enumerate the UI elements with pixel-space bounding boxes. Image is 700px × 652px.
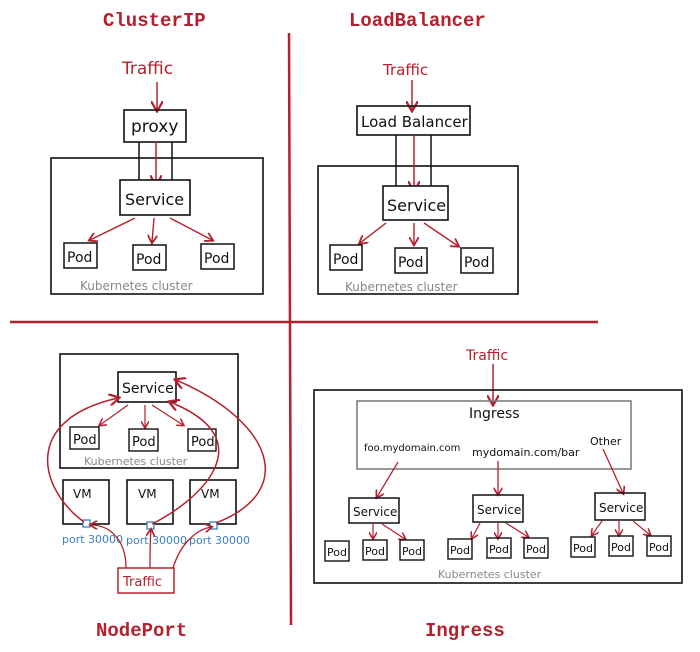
- ingress-service-2: [472, 494, 524, 523]
- clusterip-pod-1-label: Pod: [67, 250, 92, 266]
- nodeport-cluster-label: Kubernetes cluster: [84, 455, 188, 468]
- port-2-label: port 30000: [126, 534, 187, 547]
- clusterip-pod-2: [132, 244, 167, 271]
- loadbalancer-pod-1-label: Pod: [333, 252, 358, 268]
- clusterip-pod-2-label: Pod: [136, 252, 161, 268]
- clusterip-pod-1: [63, 242, 98, 269]
- ingress-pod-2-label: Pod: [365, 545, 385, 558]
- clusterip-title: ClusterIP: [103, 10, 206, 32]
- port-3-label: port 30000: [189, 534, 250, 547]
- route-foo-label: foo.mydomain.com: [364, 443, 460, 454]
- ingress-title: Ingress: [425, 620, 505, 642]
- loadbalancer-cluster-label: Kubernetes cluster: [345, 280, 458, 294]
- nodeport-pod-2-label: Pod: [132, 435, 156, 450]
- loadbalancer-pod-2: [394, 247, 428, 274]
- ingress-pods: Pod Pod Pod Pod Pod Pod Pod Pod Pod: [324, 535, 672, 562]
- ingress-pod-5-label: Pod: [489, 543, 509, 556]
- nodeport-traffic-box: [117, 567, 175, 594]
- ingress-pod-5: [486, 537, 512, 559]
- vertical-divider: [287, 32, 293, 626]
- vm-1-label: VM: [73, 487, 92, 501]
- ingress-pod-3: [399, 539, 425, 561]
- ingress-pod-4-label: Pod: [450, 544, 470, 557]
- ingress-diagram: Traffic Ingress foo.mydomain.com mydomai…: [313, 348, 683, 584]
- loadbalancer-service-label: Service: [387, 196, 446, 215]
- clusterip-traffic-label: Traffic: [121, 59, 173, 79]
- route-bar-label: mydomain.com/bar: [472, 446, 580, 459]
- loadbalancer-title: LoadBalancer: [349, 10, 486, 32]
- ingress-service-3: [594, 492, 646, 521]
- nodeport-cluster-box: [59, 353, 239, 469]
- nodeport-pod-3: [187, 428, 217, 452]
- ingress-traffic-label: Traffic: [465, 348, 508, 364]
- vm-2-label: VM: [138, 487, 157, 501]
- ingress-label: Ingress: [469, 406, 520, 422]
- ingress-box: [356, 400, 632, 470]
- ingress-pod-9-label: Pod: [649, 541, 669, 554]
- ingress-cluster-label: Kubernetes cluster: [438, 568, 542, 581]
- nodeport-service-label: Service: [122, 381, 174, 397]
- loadbalancer-service-box: [382, 185, 449, 221]
- loadbalancer-cluster-box: [317, 165, 519, 295]
- ingress-pod-7-label: Pod: [573, 542, 593, 555]
- route-other-label: Other: [590, 435, 622, 448]
- clusterip-proxy-box: [123, 109, 187, 143]
- clusterip-service-label: Service: [125, 190, 184, 209]
- clusterip-pod-3: [200, 243, 235, 270]
- clusterip-pod-3-label: Pod: [204, 251, 229, 267]
- ingress-service-2-label: Service: [477, 503, 521, 517]
- ingress-pod-1: [324, 540, 350, 562]
- clusterip-cluster-label: Kubernetes cluster: [80, 279, 193, 293]
- port-1-label: port 30000: [62, 533, 123, 546]
- ingress-pod-8: [608, 535, 634, 557]
- clusterip-diagram: Traffic proxy Service Pod Pod Pod Kubern…: [50, 59, 264, 295]
- ingress-service-1-label: Service: [353, 505, 397, 519]
- ingress-pod-3-label: Pod: [402, 545, 422, 558]
- loadbalancer-pod-3: [460, 247, 494, 274]
- ingress-pod-4: [447, 538, 473, 560]
- vm-3-label: VM: [201, 487, 220, 501]
- ingress-cluster-box: [313, 389, 683, 584]
- loadbalancer-pod-3-label: Pod: [464, 255, 489, 271]
- nodeport-pod-1: [69, 426, 100, 450]
- loadbalancer-traffic-label: Traffic: [382, 61, 428, 79]
- ingress-pod-9: [646, 535, 672, 557]
- ingress-pod-1-label: Pod: [327, 546, 347, 559]
- port-1-icon: [82, 519, 91, 528]
- nodeport-pod-2: [128, 428, 159, 452]
- ingress-service-1: [348, 497, 400, 524]
- loadbalancer-pod-1: [329, 244, 363, 271]
- clusterip-service-box: [119, 179, 191, 216]
- nodeport-pod-1-label: Pod: [73, 433, 97, 448]
- port-3-icon: [209, 521, 218, 530]
- ingress-pod-7: [570, 536, 596, 558]
- nodeport-pod-3-label: Pod: [191, 435, 215, 450]
- load-balancer-label: Load Balancer: [361, 113, 469, 131]
- loadbalancer-diagram: Traffic Load Balancer Service Pod Pod Po…: [317, 61, 519, 295]
- ingress-service-3-label: Service: [599, 501, 643, 515]
- clusterip-cluster-box: [50, 157, 264, 295]
- nodeport-diagram: Service Pod Pod Pod Kubernetes cluster V…: [47, 353, 267, 594]
- nodeport-traffic-label: Traffic: [122, 575, 162, 590]
- nodeport-title: NodePort: [96, 620, 188, 642]
- ingress-pod-8-label: Pod: [611, 541, 631, 554]
- loadbalancer-pod-2-label: Pod: [398, 255, 423, 271]
- ingress-pod-6: [523, 537, 549, 559]
- clusterip-proxy-label: proxy: [131, 117, 178, 137]
- ingress-pod-6-label: Pod: [526, 543, 546, 556]
- ingress-pod-2: [362, 539, 388, 561]
